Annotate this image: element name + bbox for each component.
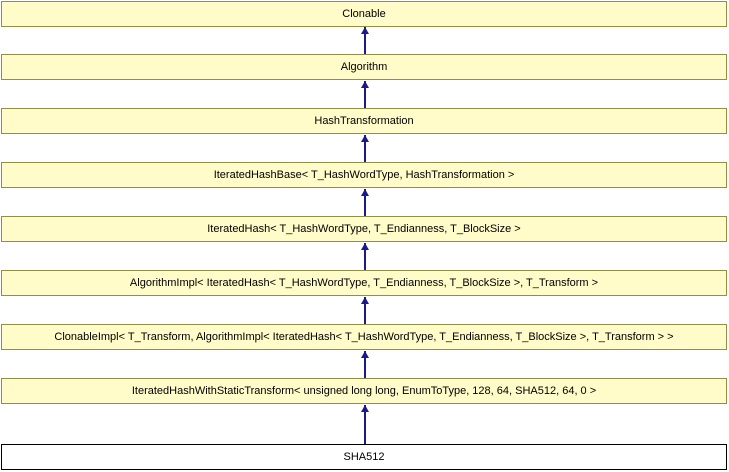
- inheritance-edge: [364, 189, 366, 216]
- inheritance-edge: [364, 81, 366, 108]
- inheritance-edge: [364, 135, 366, 162]
- class-node-iteratedhash[interactable]: IteratedHash< T_HashWordType, T_Endianne…: [1, 216, 727, 242]
- class-node-label: Clonable: [342, 8, 386, 20]
- class-node-label: Algorithm: [340, 61, 388, 73]
- inheritance-edge: [364, 405, 366, 444]
- class-node-algorithmimpl[interactable]: AlgorithmImpl< IteratedHash< T_HashWordT…: [1, 270, 727, 296]
- inheritance-edge: [364, 243, 366, 270]
- class-node-hashtransformation[interactable]: HashTransformation: [1, 108, 727, 134]
- class-node-label: IteratedHashBase< T_HashWordType, HashTr…: [213, 169, 515, 181]
- arrow-up-icon: [361, 405, 369, 412]
- class-node-clonableimpl[interactable]: ClonableImpl< T_Transform, AlgorithmImpl…: [1, 324, 727, 350]
- arrow-up-icon: [361, 27, 369, 34]
- class-node-label: IteratedHashWithStaticTransform< unsigne…: [131, 385, 597, 397]
- arrow-up-icon: [361, 189, 369, 196]
- arrow-up-icon: [361, 135, 369, 142]
- inheritance-edge: [364, 351, 366, 378]
- arrow-up-icon: [361, 243, 369, 250]
- class-node-clonable[interactable]: Clonable: [1, 1, 727, 27]
- class-node-label: SHA512: [343, 451, 385, 463]
- class-node-iteratedhashbase[interactable]: IteratedHashBase< T_HashWordType, HashTr…: [1, 162, 727, 188]
- class-node-label: ClonableImpl< T_Transform, AlgorithmImpl…: [54, 331, 674, 343]
- arrow-up-icon: [361, 81, 369, 88]
- class-node-label: HashTransformation: [314, 115, 414, 127]
- class-node-label: AlgorithmImpl< IteratedHash< T_HashWordT…: [129, 277, 599, 289]
- class-node-sha512[interactable]: SHA512: [1, 444, 727, 470]
- inheritance-edge: [364, 297, 366, 324]
- arrow-up-icon: [361, 351, 369, 358]
- arrow-up-icon: [361, 297, 369, 304]
- class-node-iteratedhashwithstatictransform[interactable]: IteratedHashWithStaticTransform< unsigne…: [1, 378, 727, 404]
- inheritance-edge: [364, 27, 366, 54]
- class-node-algorithm[interactable]: Algorithm: [1, 54, 727, 80]
- class-node-label: IteratedHash< T_HashWordType, T_Endianne…: [207, 223, 521, 235]
